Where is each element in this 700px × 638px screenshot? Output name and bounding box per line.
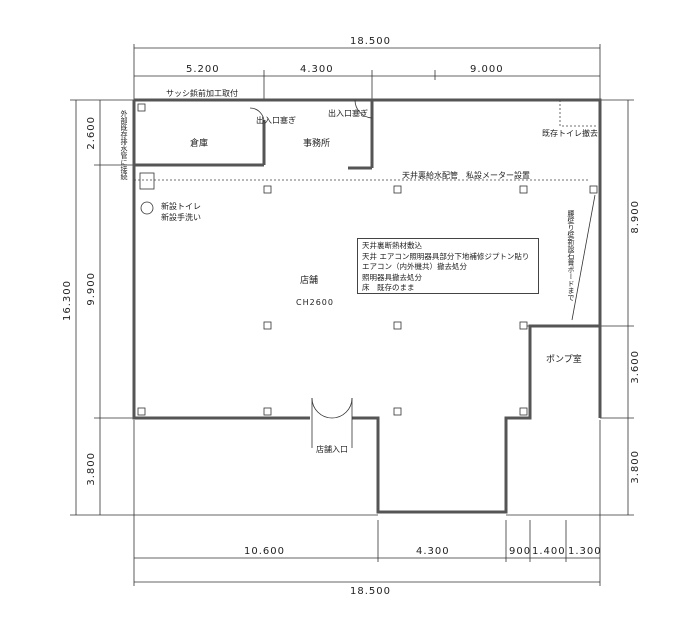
room-storage: 倉庫: [190, 139, 209, 149]
label-existing-toilet: 既存トイレ撤去: [542, 129, 598, 138]
doors: [139, 99, 596, 448]
dashed-lines: [134, 100, 598, 181]
dim-bottom-2: 4.300: [416, 546, 450, 557]
ceiling-height: CH2600: [296, 298, 334, 307]
label-door-close-1: 出入口塞ぎ: [256, 116, 296, 125]
label-wall-note: 腰壁り壁新設石膏ボードまで: [567, 210, 575, 301]
dim-bottom-1: 10.600: [244, 546, 285, 557]
room-pump: ポンプ室: [546, 355, 582, 365]
dimension-lines: [70, 44, 634, 586]
label-door-close-2: 出入口塞ぎ: [328, 109, 368, 118]
dim-bottom-5: 1.300: [568, 546, 602, 557]
label-sash: サッシ鋲前加工取付: [166, 89, 238, 98]
note-line: 天井裏断熱材敷込: [362, 241, 422, 250]
note-line: エアコン（内外機共）撤去処分: [362, 262, 467, 271]
note-line: 床 既存のまま: [362, 283, 415, 292]
dim-top-total: 18.500: [350, 36, 391, 47]
label-new-toilet: 新設トイレ: [161, 202, 201, 211]
notes-box: 天井裏断熱材敷込 天井 エアコン照明器具部分下地補修ジプトン貼り エアコン（内外…: [357, 238, 539, 294]
dim-right-2: 3.600: [630, 350, 641, 384]
room-store: 店舗: [300, 276, 319, 286]
note-line: 照明器具撤去処分: [362, 272, 422, 282]
label-drain: 外部既存排水管に接続: [120, 110, 128, 180]
dim-left-3: 3.800: [86, 452, 97, 486]
dim-right-1: 8.900: [630, 200, 641, 234]
dim-left-2: 9.900: [86, 272, 97, 306]
dim-top-2: 4.300: [300, 64, 334, 75]
dim-bottom-total: 18.500: [350, 586, 391, 597]
dim-right-3: 3.800: [630, 450, 641, 484]
room-office: 事務所: [303, 139, 331, 149]
dim-bottom-4: 1.400: [532, 546, 566, 557]
label-ceiling-pipe: 天井裏給水配管 私設メーター設置: [402, 171, 530, 180]
dim-left-total: 16.300: [62, 280, 73, 321]
dim-top-1: 5.200: [186, 64, 220, 75]
columns: [137, 103, 598, 416]
dim-left-1: 2.600: [86, 116, 97, 150]
walls: [132, 98, 602, 514]
label-new-sink: 新設手洗い: [161, 213, 201, 222]
dim-bottom-3: 900: [509, 546, 532, 557]
label-entrance: 店舗入口: [316, 445, 348, 454]
dim-top-3: 9.000: [470, 64, 504, 75]
note-line: 天井 エアコン照明器具部分下地補修ジプトン貼り: [362, 251, 530, 261]
